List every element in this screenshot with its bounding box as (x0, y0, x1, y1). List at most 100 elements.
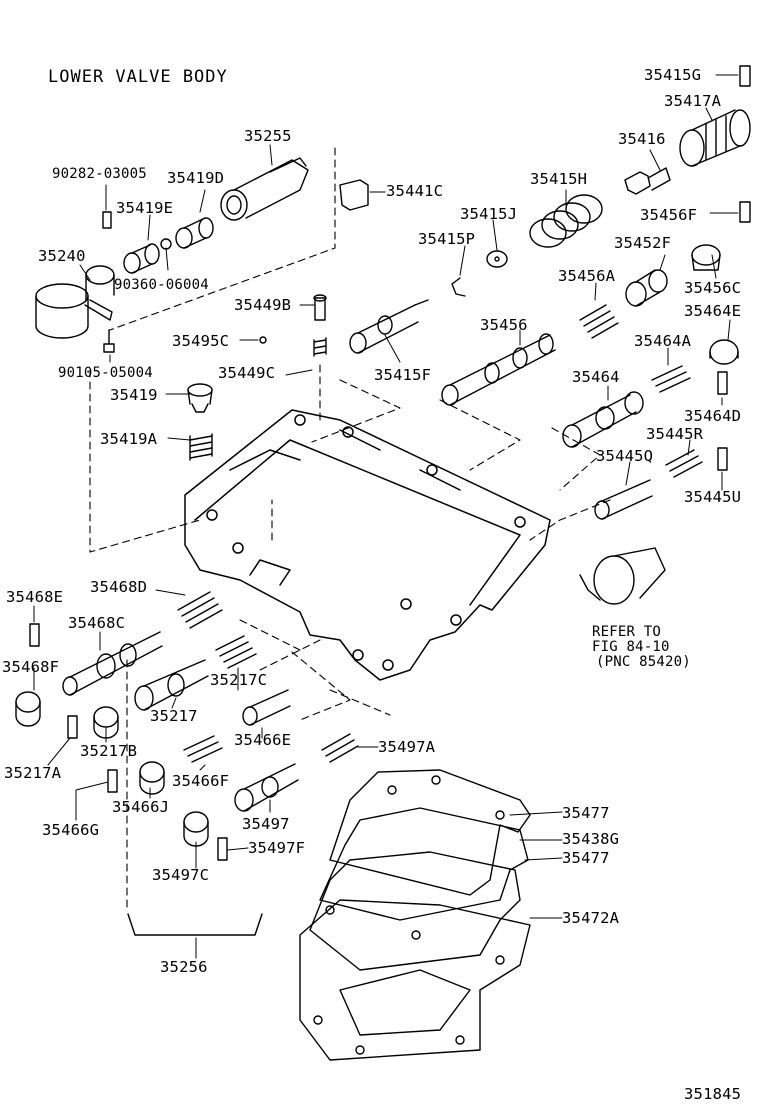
clip-35456F (739, 201, 751, 223)
part-label: 35468F (2, 658, 60, 676)
part-label: 35217C (210, 671, 268, 689)
plug-35452F (625, 269, 668, 307)
plug-35419 (187, 383, 213, 413)
spring-35468D (177, 591, 223, 629)
valve-35464 (562, 391, 644, 448)
washer-35415J (486, 250, 508, 268)
part-label: 35449B (234, 296, 292, 314)
leader-lines (33, 74, 739, 959)
part-label: 35217 (150, 707, 198, 725)
assembly-guide-lines (89, 147, 611, 913)
part-label: 90105-05004 (58, 365, 153, 381)
valve-35468C (62, 631, 163, 696)
part-label: 35477 (562, 849, 610, 867)
plug-35456C (691, 244, 721, 271)
part-label: 35477 (562, 804, 610, 822)
part-label: 35415H (530, 170, 588, 188)
plug-35466J (139, 761, 165, 795)
part-label: 35468D (90, 578, 148, 596)
part-label: 35468E (6, 588, 64, 606)
part-label: 35466G (42, 821, 100, 839)
figure-number: 351845 (684, 1085, 742, 1103)
plug-35497C (183, 811, 209, 847)
pin-35449B (313, 294, 327, 321)
valve-35445Q (594, 479, 653, 520)
part-label: 35464D (684, 407, 742, 425)
part-label: 35464 (572, 368, 620, 386)
ball-35495C (259, 336, 267, 344)
part-label: 35438G (562, 830, 620, 848)
part-label: 35445Q (596, 447, 654, 465)
gasket-35477-upper (329, 769, 531, 896)
strainer-35256 (127, 913, 263, 936)
clip-35415G (739, 65, 751, 87)
cover-plate-35472A (299, 899, 531, 1061)
part-label: 35416 (618, 130, 666, 148)
part-label: 35449C (218, 364, 276, 382)
part-label: 35445U (684, 488, 742, 506)
part-label: 35464E (684, 302, 742, 320)
part-label: 35240 (38, 247, 86, 265)
solenoid-85420 (579, 547, 666, 605)
refer-note-line1: REFER TO (592, 624, 662, 640)
part-label: 35217A (4, 764, 62, 782)
spring-35497A (321, 733, 359, 763)
plug-35416 (624, 167, 671, 195)
sleeve-35417A (679, 109, 751, 167)
part-label: 90282-03005 (52, 166, 147, 182)
part-label: 35456C (684, 279, 742, 297)
part-label: 35217B (80, 742, 138, 760)
clip-35497F (217, 837, 228, 861)
spring-35419A (189, 433, 213, 461)
solenoid-35240 (35, 265, 115, 339)
spring-35464A (651, 365, 691, 393)
part-label: 35256 (160, 958, 208, 976)
part-label: 35452F (614, 234, 672, 252)
clip-35468E (29, 623, 40, 647)
valve-35497 (234, 763, 299, 812)
plug-35419E (123, 243, 160, 274)
part-label: 35497F (248, 839, 306, 857)
part-label: 35255 (244, 127, 292, 145)
part-label: 35466F (172, 772, 230, 790)
plug-35419D (175, 217, 214, 249)
part-label: 35419D (167, 169, 225, 187)
part-label: 35472A (562, 909, 620, 927)
valve-35466E (242, 689, 291, 726)
part-label: 35419E (116, 199, 174, 217)
refer-note-line2: FIG 84-10 (592, 639, 670, 655)
part-label: 35415J (460, 205, 518, 223)
spring-35456A (579, 304, 619, 339)
clip-35464D (717, 371, 728, 395)
part-label: 35468C (68, 614, 126, 632)
part-label: 35415P (418, 230, 476, 248)
clip-35217A (67, 715, 78, 739)
part-label: 35497A (378, 738, 436, 756)
part-label: 35441C (386, 182, 444, 200)
part-label: 35419 (110, 386, 158, 404)
clip-35415P (451, 277, 466, 297)
part-label: 35417A (664, 92, 722, 110)
clip-35445U (717, 447, 728, 471)
solenoid-35255 (220, 157, 309, 221)
spring-35445R (665, 449, 703, 478)
spring-35466F (183, 735, 223, 763)
part-label: 35466E (234, 731, 292, 749)
valve-35456 (441, 333, 556, 406)
clip-90282-03005 (102, 211, 112, 229)
spring-35449C (313, 337, 327, 357)
part-label: 35456 (480, 316, 528, 334)
plug-35464E (709, 339, 739, 365)
part-label: 35419A (100, 430, 158, 448)
plate-35438G (319, 807, 529, 921)
part-label: 35495C (172, 332, 230, 350)
part-label: 35466J (112, 798, 170, 816)
valve-body-35256 (184, 409, 551, 681)
bolt-90105-05004 (103, 329, 115, 353)
plug-35441C (339, 179, 369, 211)
plug-35468F (15, 691, 41, 727)
part-label: 35456A (558, 267, 616, 285)
valve-35217 (134, 659, 209, 711)
